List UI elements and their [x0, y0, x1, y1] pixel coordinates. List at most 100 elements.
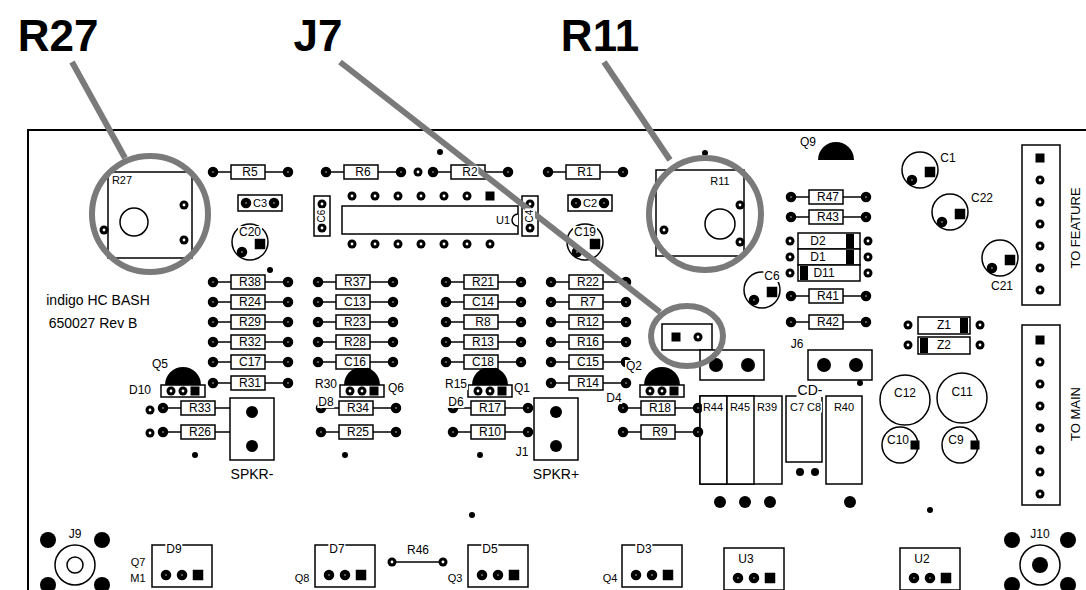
component-label: R30 [314, 378, 338, 390]
component-label: C4 [525, 209, 535, 224]
component-label: CD- [797, 383, 824, 397]
component-label: R5 [241, 166, 258, 178]
component-label: C16 [343, 356, 367, 368]
component-label: C17 [238, 356, 262, 368]
component-label: TO MAIN [1069, 386, 1082, 442]
component-label: U1 [495, 215, 511, 226]
component-label: U2 [913, 553, 930, 565]
component-label: R6 [354, 166, 371, 178]
component-label: R33 [188, 402, 212, 414]
component-label: C7 [789, 402, 805, 413]
component-label: R27 [111, 175, 133, 186]
component-label: C14 [471, 296, 495, 308]
component-label: R10 [478, 426, 502, 438]
component-label: D8 [317, 396, 334, 408]
component-label: R2 [461, 166, 478, 178]
component-label: R24 [238, 296, 262, 308]
component-label: TO FEATURE [1069, 186, 1082, 269]
component-label: J1 [515, 446, 530, 458]
component-label: D5 [481, 543, 498, 555]
component-label: D4 [605, 392, 622, 404]
component-label: Q5 [151, 358, 169, 370]
component-label: 650027 Rev B [48, 316, 139, 330]
component-label: R37 [343, 276, 367, 288]
component-label: indigo HC BASH [45, 293, 151, 307]
component-label: R31 [238, 377, 262, 389]
component-label: R45 [729, 402, 751, 413]
component-label: R40 [833, 402, 855, 413]
component-label: C9 [947, 434, 964, 446]
component-label: R26 [188, 426, 212, 438]
component-label: D11 [812, 267, 835, 279]
component-label: C18 [471, 356, 495, 368]
component-label: J10 [1029, 528, 1050, 540]
component-label: D1 [809, 251, 826, 263]
component-label: U3 [737, 553, 754, 565]
component-label: C19 [573, 226, 597, 238]
component-label: R34 [346, 402, 370, 414]
component-label: Q8 [294, 573, 311, 584]
component-label: R38 [238, 276, 262, 288]
component-label: D9 [165, 543, 182, 555]
component-label: C6 [763, 270, 780, 282]
component-label: R44 [702, 402, 724, 413]
component-label: R46 [406, 544, 430, 556]
component-label: D10 [128, 384, 152, 396]
component-label: Q6 [387, 382, 405, 394]
component-label: C6 [317, 209, 327, 224]
component-label: Q2 [625, 360, 643, 372]
component-label: R14 [576, 377, 600, 389]
component-label: R22 [576, 276, 600, 288]
component-label: J9 [68, 528, 83, 540]
component-label: C15 [576, 356, 600, 368]
component-label: C2 [582, 198, 598, 209]
component-label: C12 [893, 387, 917, 399]
callout-label: J7 [293, 14, 344, 58]
callout-label: R11 [560, 14, 640, 58]
component-label: C3 [252, 198, 268, 209]
component-label: Q9 [799, 136, 817, 148]
component-label: D7 [328, 543, 345, 555]
component-label: C22 [970, 192, 994, 204]
component-label: R32 [238, 336, 262, 348]
component-label: R25 [346, 426, 370, 438]
component-label: R11 [709, 176, 730, 187]
component-label: C11 [950, 386, 973, 398]
component-label: R43 [816, 211, 840, 223]
component-label: D6 [447, 396, 464, 408]
component-label: C8 [806, 402, 822, 413]
component-label: R18 [648, 402, 672, 414]
component-label: Q4 [602, 573, 619, 584]
component-label: D2 [809, 235, 826, 247]
component-label: Q1 [513, 382, 531, 394]
component-label: R12 [576, 316, 600, 328]
component-label: J6 [790, 338, 805, 350]
component-label: R42 [816, 316, 840, 328]
component-label: C10 [886, 434, 910, 446]
component-label: R16 [576, 336, 600, 348]
component-label: R41 [816, 290, 840, 302]
component-label: C21 [990, 280, 1014, 292]
component-label: SPKR+ [532, 467, 580, 481]
component-label: C13 [343, 296, 367, 308]
component-label: D3 [635, 543, 652, 555]
component-label: R47 [816, 191, 840, 203]
component-label: R15 [444, 378, 468, 390]
component-label: R13 [471, 336, 495, 348]
component-label: R1 [576, 166, 593, 178]
component-label: R21 [471, 276, 495, 288]
callout-label: R27 [17, 14, 100, 58]
component-label: Q3 [447, 573, 464, 584]
component-label: R23 [343, 316, 367, 328]
component-label: R7 [579, 296, 596, 308]
component-label: R17 [478, 402, 502, 414]
component-label: Z1 [936, 319, 952, 331]
component-label: R8 [474, 316, 491, 328]
component-label: R39 [756, 402, 778, 413]
component-label: C1 [939, 152, 956, 164]
component-label: Z2 [936, 339, 952, 351]
component-label: C20 [238, 226, 262, 238]
component-label: M1 [129, 573, 146, 584]
component-label: Q7 [130, 557, 147, 568]
